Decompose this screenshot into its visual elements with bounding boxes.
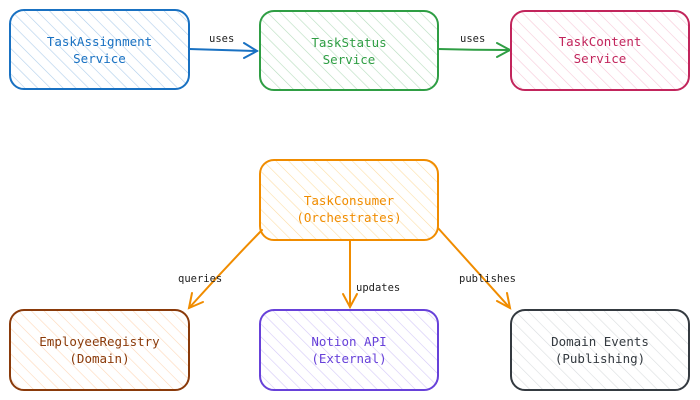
node-employee-registry[interactable]: EmployeeRegistry (Domain) [9, 309, 190, 391]
node-subtitle: Service [323, 52, 376, 67]
node-task-content-service[interactable]: TaskContent Service [510, 10, 690, 91]
edge-line [188, 229, 263, 309]
node-title: Domain Events [551, 334, 649, 349]
edge-label-uses-1: uses [209, 33, 234, 45]
node-subtitle: Service [73, 51, 126, 66]
node-notion-api[interactable]: Notion API (External) [259, 309, 439, 391]
edge-consumer-to-notion [342, 240, 358, 310]
node-subtitle: (Domain) [69, 351, 129, 366]
edge-assignment-to-status [188, 42, 260, 59]
arrowhead [187, 292, 204, 310]
edge-label-updates: updates [356, 282, 400, 294]
edge-line [437, 227, 511, 309]
edge-line [188, 48, 258, 52]
node-subtitle: (Orchestrates) [296, 210, 401, 225]
edge-consumer-to-registry [187, 229, 263, 310]
node-title: TaskConsumer [304, 193, 395, 208]
arrowhead [342, 293, 358, 310]
node-title: TaskStatus [311, 35, 386, 50]
node-box [259, 159, 439, 241]
arrowhead [243, 42, 260, 59]
node-title: TaskAssignment [47, 34, 152, 49]
edge-line [437, 48, 511, 51]
node-domain-events[interactable]: Domain Events (Publishing) [510, 309, 690, 391]
node-box [9, 9, 190, 90]
node-box [9, 309, 190, 391]
node-box [259, 309, 439, 391]
node-title: EmployeeRegistry [39, 334, 160, 349]
node-subtitle: Service [574, 51, 627, 66]
node-task-status-service[interactable]: TaskStatus Service [259, 10, 439, 91]
node-box [510, 10, 690, 91]
node-box [259, 10, 439, 91]
edge-status-to-content [437, 42, 513, 58]
edge-label-uses-2: uses [460, 33, 485, 45]
edge-label-queries: queries [178, 273, 222, 285]
edge-label-publishes: publishes [459, 273, 516, 285]
edge-consumer-to-events [437, 227, 512, 310]
node-box [510, 309, 690, 391]
node-task-assignment-service[interactable]: TaskAssignment Service [9, 9, 190, 90]
arrowhead [496, 292, 512, 310]
node-subtitle: (External) [311, 351, 386, 366]
node-subtitle: (Publishing) [555, 351, 645, 366]
node-task-consumer[interactable]: TaskConsumer (Orchestrates) [259, 159, 439, 241]
node-title: TaskContent [559, 34, 642, 49]
node-title: Notion API [311, 334, 386, 349]
